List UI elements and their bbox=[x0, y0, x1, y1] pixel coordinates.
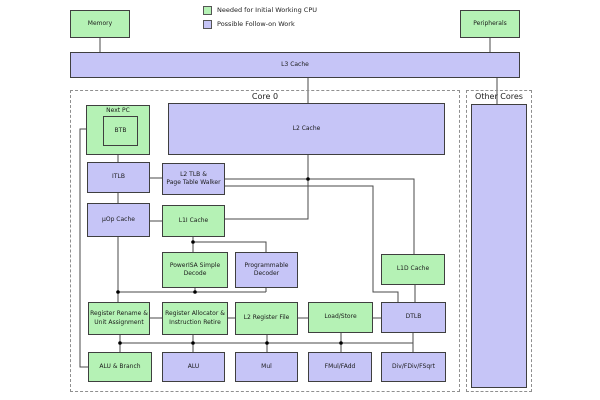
other-cores-region: Other Cores bbox=[466, 90, 532, 392]
node-memory: Memory bbox=[70, 10, 130, 38]
node-div-fdiv-fsqrt: Div/FDiv/FSqrt bbox=[381, 352, 446, 382]
connector-edge bbox=[79, 128, 88, 368]
node-l2-cache: L2 Cache bbox=[168, 103, 445, 155]
node-reg-alloc: Register Allocator & Instruction Retire bbox=[162, 302, 228, 335]
node-btb: BTB bbox=[103, 116, 138, 146]
connector-edge bbox=[225, 178, 415, 254]
connector-edge bbox=[225, 185, 399, 302]
connector-edge bbox=[193, 241, 267, 252]
node-l3-cache: L3 Cache bbox=[70, 52, 520, 78]
node-l1d-cache: L1D Cache bbox=[381, 254, 445, 285]
junction-dot bbox=[116, 290, 120, 294]
core0-title: Core 0 bbox=[251, 92, 279, 101]
node-l2-tlb: L2 TLB & Page Table Walker bbox=[162, 163, 225, 195]
legend-item-initial: Needed for Initial Working CPU bbox=[203, 3, 317, 17]
junction-dot bbox=[306, 177, 310, 181]
other-cores-title: Other Cores bbox=[475, 92, 523, 101]
node-load-store: Load/Store bbox=[308, 302, 373, 333]
node-other-cores-block bbox=[471, 104, 527, 388]
legend-swatch-purple-icon bbox=[203, 19, 212, 29]
node-uop-cache: µOp Cache bbox=[87, 203, 150, 237]
legend-label: Needed for Initial Working CPU bbox=[217, 6, 318, 14]
connector-edge bbox=[225, 155, 309, 220]
legend-swatch-green-icon bbox=[203, 5, 212, 15]
node-peripherals: Peripherals bbox=[460, 10, 520, 38]
junction-dot bbox=[118, 341, 122, 345]
legend-label: Possible Follow-on Work bbox=[217, 20, 295, 28]
junction-dot bbox=[265, 341, 269, 345]
node-mul: Mul bbox=[235, 352, 298, 382]
node-l2-regfile: L2 Register File bbox=[235, 302, 298, 335]
core0-region: Core 0 bbox=[70, 90, 460, 392]
legend: Needed for Initial Working CPU Possible … bbox=[203, 3, 317, 31]
node-alu-branch: ALU & Branch bbox=[88, 352, 152, 382]
node-fmul-fadd: FMul/FAdd bbox=[308, 352, 372, 382]
node-powerisa-decode: PowerISA Simple Decode bbox=[162, 252, 228, 288]
legend-item-followon: Possible Follow-on Work bbox=[203, 17, 317, 31]
node-l1i-cache: L1I Cache bbox=[162, 205, 225, 237]
junction-dot bbox=[191, 240, 195, 244]
node-reg-rename: Register Rename & Unit Assignment bbox=[88, 302, 150, 335]
node-dtlb: DTLB bbox=[381, 302, 446, 333]
node-itlb: ITLB bbox=[87, 162, 150, 193]
junction-dot bbox=[193, 290, 197, 294]
node-prog-decoder: Programmable Decoder bbox=[235, 252, 298, 288]
node-alu: ALU bbox=[162, 352, 225, 382]
junction-dot bbox=[191, 341, 195, 345]
node-next-pc: Next PC bbox=[86, 105, 150, 155]
junction-dot bbox=[339, 341, 343, 345]
